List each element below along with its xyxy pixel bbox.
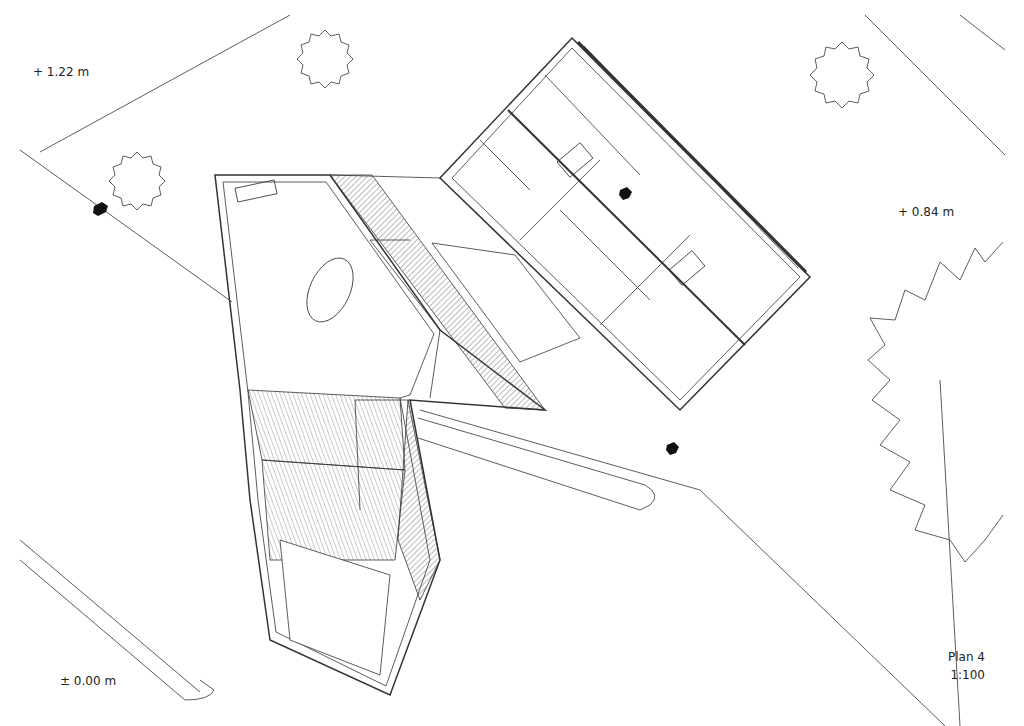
plan-stroke <box>355 400 410 401</box>
plan-stroke <box>600 235 690 325</box>
plan-stroke <box>235 180 277 202</box>
plan-stroke <box>398 400 440 600</box>
plan-stroke <box>370 240 410 241</box>
plan-stroke <box>355 400 360 510</box>
plan-title: Plan 4 <box>948 650 985 664</box>
plan-stroke <box>430 330 440 398</box>
right-building <box>330 38 810 410</box>
plan-stroke <box>297 30 353 88</box>
scale-label: 1:100 <box>950 668 985 682</box>
level-label: ± 0.00 m <box>60 674 116 688</box>
plan-stroke <box>185 680 214 700</box>
plan-stroke <box>520 160 600 240</box>
plan-stroke <box>810 42 874 108</box>
left-building <box>215 175 580 695</box>
plan-stroke <box>432 243 580 362</box>
plan-stroke <box>666 442 679 455</box>
plan-stroke <box>20 150 232 302</box>
plan-stroke <box>418 418 655 510</box>
plan-stroke <box>578 42 806 272</box>
plan-stroke <box>20 560 185 700</box>
site-lines <box>20 15 1005 726</box>
plan-stroke <box>93 202 108 216</box>
plan-stroke <box>370 240 440 330</box>
plan-stroke <box>215 175 545 695</box>
plan-stroke <box>619 187 632 200</box>
plan-stroke <box>560 210 650 300</box>
plan-stroke <box>865 15 1005 155</box>
plan-stroke <box>248 390 405 470</box>
plan-stroke <box>20 540 200 692</box>
plan-stroke <box>960 15 1005 50</box>
trees <box>109 30 1003 562</box>
plan-stroke <box>298 251 363 330</box>
plan-stroke <box>420 410 700 490</box>
plan-stroke <box>868 242 1003 562</box>
plan-stroke <box>480 140 530 190</box>
plan-stroke <box>584 46 798 268</box>
plan-stroke <box>557 143 593 178</box>
plan-stroke <box>40 15 290 152</box>
level-label: + 1.22 m <box>33 65 89 79</box>
plan-stroke <box>330 175 545 410</box>
plan-stroke <box>669 251 705 286</box>
plan-stroke <box>452 48 800 400</box>
plan-stroke <box>700 490 945 726</box>
plan-stroke <box>508 110 745 345</box>
plan-stroke <box>280 540 390 675</box>
plan-stroke <box>109 152 165 210</box>
level-label: + 0.84 m <box>898 205 954 219</box>
